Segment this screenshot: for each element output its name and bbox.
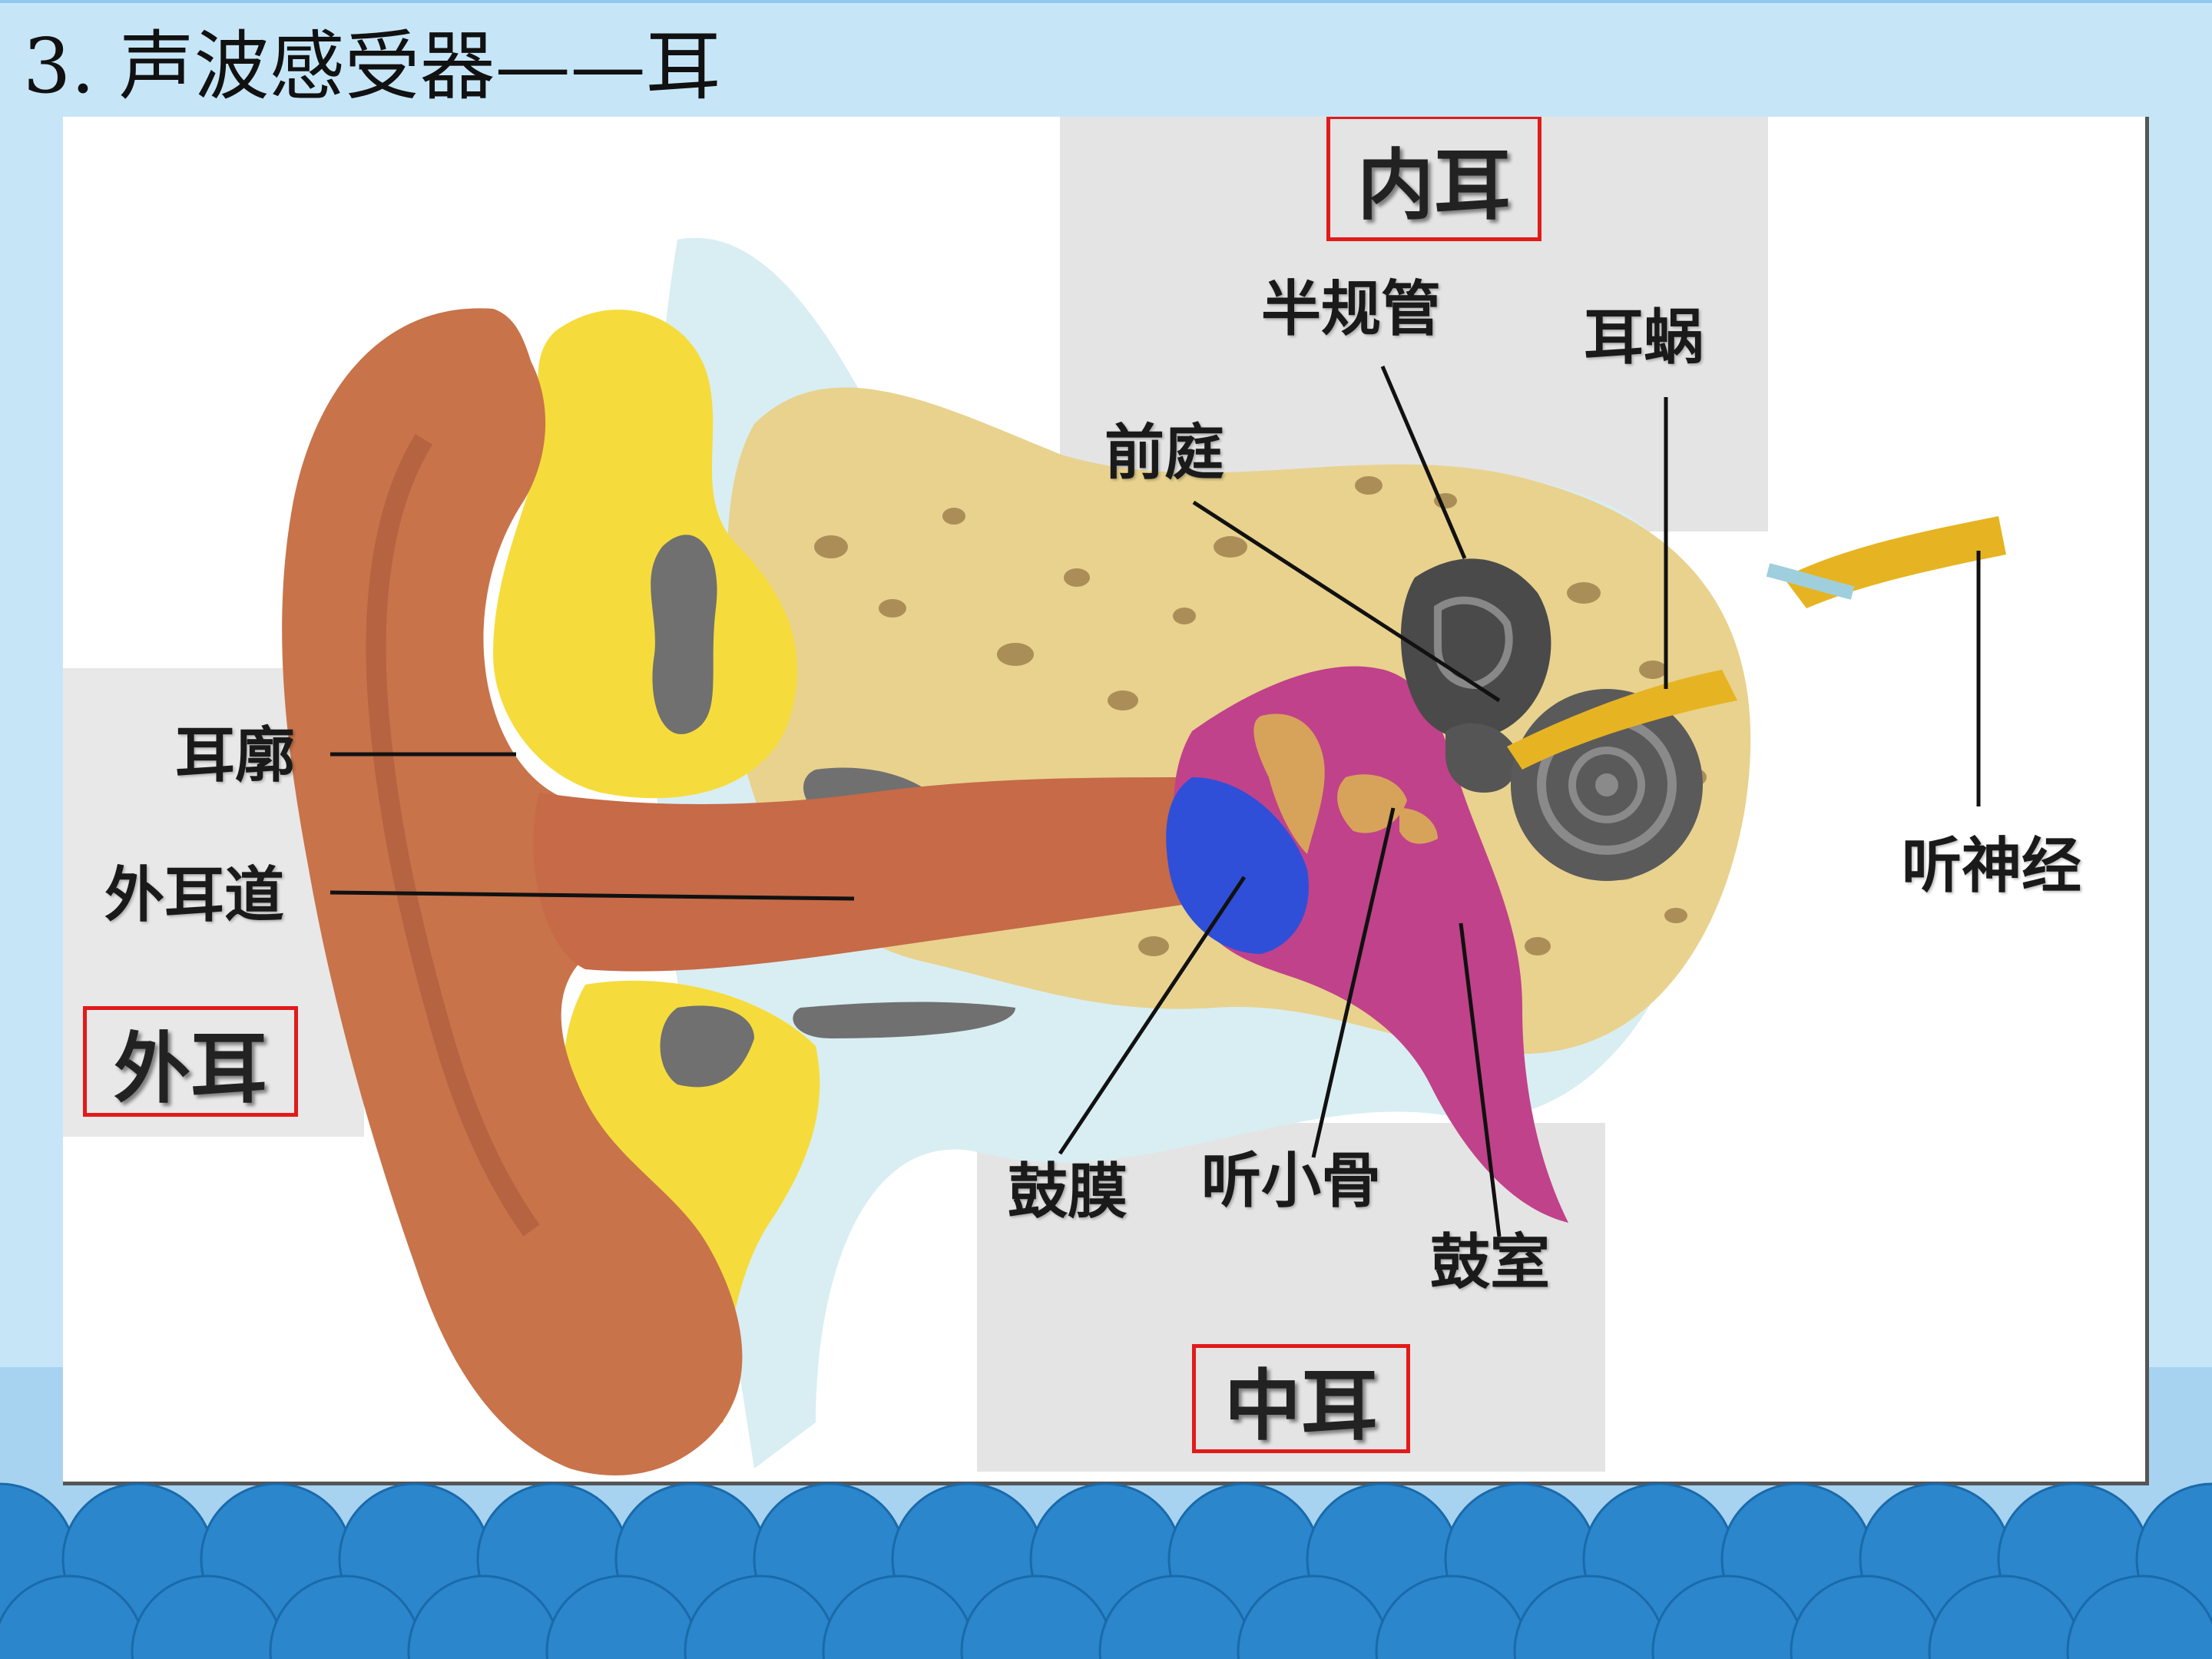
region-outer-ear: 外耳	[83, 1006, 298, 1117]
label-cochlea: 耳蜗	[1584, 303, 1704, 373]
stapes	[1399, 808, 1438, 844]
cartilage-gap-right	[793, 1002, 1015, 1038]
leader-eardrum	[1058, 876, 1247, 1155]
cartilage-gap-upper	[651, 535, 717, 734]
auricle-fold	[366, 434, 540, 1237]
scallop-wave	[0, 1482, 2212, 1659]
label-auditory-nerve: 听神经	[1902, 832, 2082, 901]
label-eardrum: 鼓膜	[1008, 1157, 1128, 1227]
label-auricle: 耳廓	[175, 721, 296, 790]
region-outer-ear-label: 外耳	[114, 1023, 267, 1114]
leader-tympanic-cavity	[1459, 922, 1502, 1237]
label-tympanic-cavity: 鼓室	[1430, 1228, 1551, 1297]
label-vestibule: 前庭	[1104, 419, 1225, 488]
upper-cartilage	[493, 310, 798, 799]
leader-ossicles	[1311, 807, 1396, 1158]
label-ear-canal: 外耳道	[104, 861, 285, 930]
malleus	[1253, 714, 1325, 854]
label-semicircular-canals: 半规管	[1261, 275, 1442, 344]
cartilage-gap-lower	[660, 1005, 754, 1088]
slide-title: 3. 声波感受器——耳	[23, 23, 721, 111]
leader-lines	[329, 366, 1981, 1237]
ear-illustration	[63, 117, 2006, 1475]
inner-ear-label-panel	[1060, 117, 1768, 531]
region-inner-ear: 内耳	[1326, 117, 1541, 241]
eardrum-shape	[1166, 777, 1309, 954]
region-middle-ear-label: 中耳	[1224, 1360, 1378, 1451]
auditory-nerve-shape	[1783, 516, 2006, 608]
top-border	[0, 0, 2212, 3]
cochlear-nerve	[1507, 670, 1737, 770]
leader-semicircular-canals	[1380, 366, 1467, 559]
middle-ear-cavity	[1174, 666, 1568, 1223]
leader-ear-canal	[329, 890, 855, 901]
ear-diagram: 耳廓 外耳道 半规管 耳蜗 前庭 听神经 鼓膜 听小骨 鼓室 内耳 中耳 外耳	[63, 117, 2149, 1485]
label-ossicles: 听小骨	[1201, 1147, 1382, 1216]
leader-vestibule	[1192, 500, 1501, 703]
auricle-shape	[282, 308, 743, 1475]
vestibule-shape	[1445, 723, 1517, 793]
region-middle-ear: 中耳	[1192, 1344, 1410, 1453]
region-inner-ear-label: 内耳	[1357, 140, 1511, 230]
ear-canal-shape	[533, 777, 1215, 972]
